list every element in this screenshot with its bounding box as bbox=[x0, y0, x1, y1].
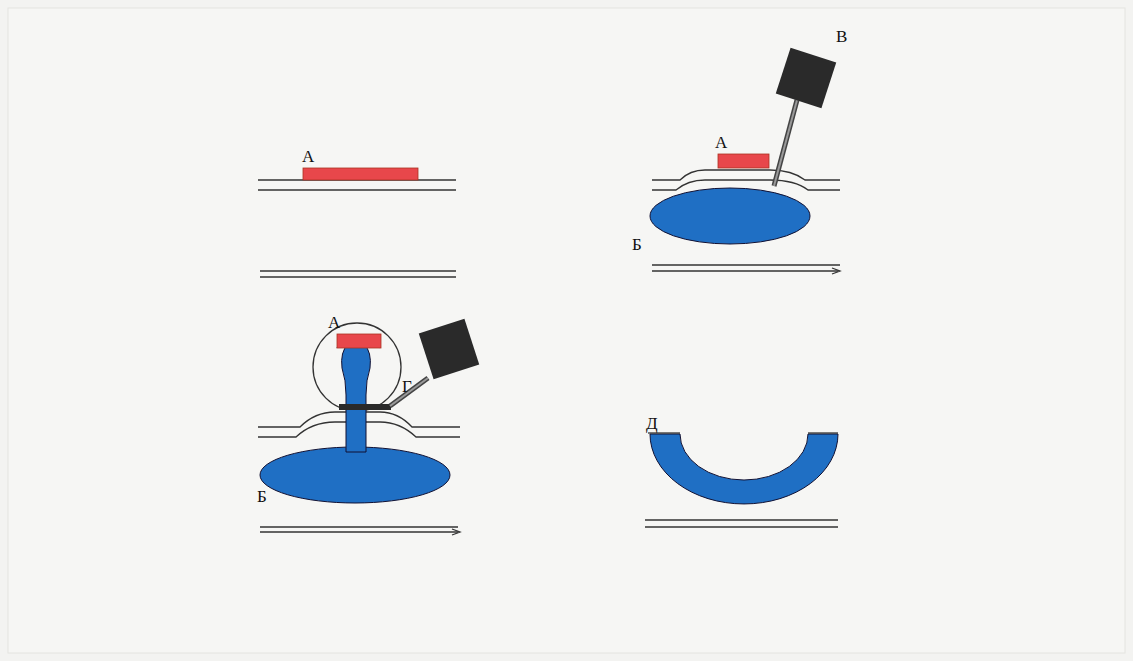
part-letter: А bbox=[328, 314, 340, 331]
instrument-shaft bbox=[774, 100, 797, 186]
panel-one bbox=[258, 180, 456, 277]
paper-sheet bbox=[8, 8, 1125, 653]
part-letter: Б bbox=[257, 488, 267, 505]
part-letter: А bbox=[715, 134, 727, 151]
panel-four bbox=[645, 433, 838, 527]
part-letter: Г bbox=[402, 378, 412, 395]
instrument-shaft bbox=[390, 378, 428, 406]
blue-stalk bbox=[342, 340, 371, 452]
instrument-head bbox=[776, 48, 836, 108]
blue-mass bbox=[260, 447, 450, 503]
part-letter: А bbox=[302, 148, 314, 165]
panel-two bbox=[652, 170, 840, 274]
ligature-band bbox=[339, 404, 391, 410]
blue-mass bbox=[650, 188, 810, 244]
part-letter: В bbox=[836, 28, 847, 45]
part-letter: Д bbox=[646, 415, 658, 432]
instrument-shaft bbox=[390, 378, 428, 406]
instrument-shaft bbox=[774, 100, 797, 186]
blue-crescent bbox=[650, 434, 838, 504]
red-patch bbox=[303, 168, 418, 180]
part-letter: Б bbox=[632, 236, 642, 253]
red-patch bbox=[718, 154, 769, 168]
red-patch bbox=[337, 334, 381, 348]
instrument-head bbox=[419, 319, 479, 379]
